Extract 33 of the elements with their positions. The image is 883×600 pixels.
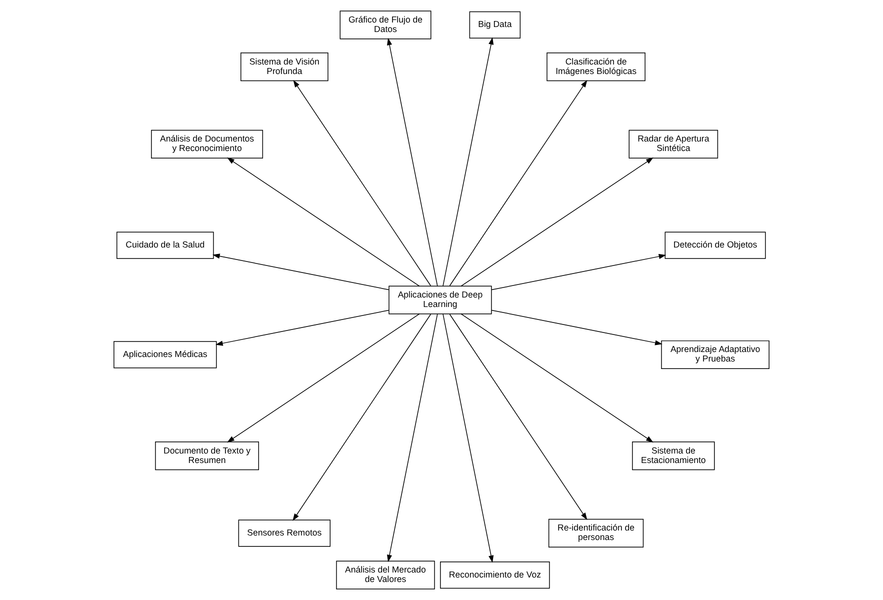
arrow <box>460 158 654 286</box>
arrow <box>212 254 390 290</box>
node-box: Análisis de Documentos y Reconocimiento <box>151 130 264 158</box>
node-box: Clasificación de Imágenes Biológicas <box>546 52 646 82</box>
arrow <box>442 314 494 563</box>
node-box: Big Data <box>469 11 521 38</box>
node-box: Cuidado de la Salud <box>116 232 214 259</box>
node-box: Aplicaciones Médicas <box>114 341 217 368</box>
arrow <box>386 314 438 562</box>
node-box: Aprendizaje Adaptativo y Pruebas <box>661 340 770 369</box>
node-box: Aplicaciones de Deep Learning <box>388 286 492 314</box>
arrow <box>442 37 494 286</box>
node-box: Re-identificación de personas <box>548 518 644 548</box>
node-box: Sistema de Estacionamiento <box>632 442 715 470</box>
arrow <box>227 314 420 442</box>
arrow <box>449 80 588 286</box>
arrow <box>491 310 662 346</box>
arrow <box>460 314 654 442</box>
arrow <box>386 38 438 286</box>
node-box: Gráfico de Flujo de Datos <box>340 10 432 40</box>
arrow <box>491 254 666 290</box>
node-box: Detección de Objetos <box>664 232 766 259</box>
arrow <box>215 310 390 346</box>
arrow <box>227 158 420 286</box>
arrow <box>293 80 432 286</box>
node-box: Análisis del Mercado de Valores <box>336 560 435 590</box>
node-box: Radar de Apertura Sintética <box>628 130 718 158</box>
node-box: Documento de Texto y Resumen <box>155 442 259 470</box>
node-box: Sistema de Visión Profunda <box>240 52 328 82</box>
arrow <box>292 314 432 521</box>
node-box: Sensores Remotos <box>238 520 331 547</box>
arrow <box>449 314 588 520</box>
node-box: Reconocimiento de Voz <box>440 562 550 589</box>
